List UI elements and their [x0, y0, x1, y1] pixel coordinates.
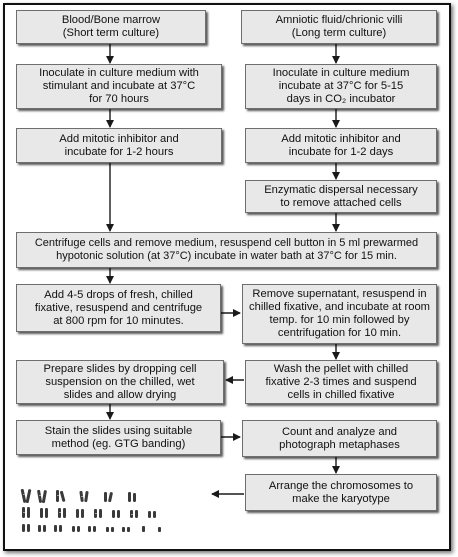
node-blood-bone-marrow-text: Blood/Bone marrow (Short term culture)	[61, 14, 161, 39]
node-centrifuge-text: Centrifuge cells and remove medium, resu…	[34, 237, 419, 262]
karyotype-image	[20, 488, 161, 532]
node-add-fixative-drops: Add 4-5 drops of fresh, chilled fixative…	[16, 284, 221, 332]
node-blood-bone-marrow: Blood/Bone marrow (Short term culture)	[16, 10, 206, 44]
node-enzymatic-dispersal: Enzymatic dispersal necessary to remove …	[245, 180, 437, 213]
node-arrange-karyotype-text: Arrange the chromosomes to make the kary…	[268, 479, 414, 505]
node-stain-slides: Stain the slides using suitable method (…	[16, 420, 221, 455]
node-inoculate-short: Inoculate in culture medium with stimula…	[16, 64, 222, 109]
node-centrifuge: Centrifuge cells and remove medium, resu…	[16, 232, 437, 268]
node-inoculate-long: Inoculate in culture medium incubate at …	[245, 64, 437, 109]
node-amniotic-fluid: Amniotic fluid/chrionic villi (Long term…	[241, 10, 437, 44]
node-amniotic-fluid-text: Amniotic fluid/chrionic villi (Long term…	[275, 14, 403, 39]
node-count-analyze: Count and analyze and photograph metapha…	[242, 420, 437, 457]
node-inoculate-short-text: Inoculate in culture medium with stimula…	[39, 67, 199, 105]
node-remove-supernatant: Remove supernatant, resuspend in chilled…	[242, 284, 437, 344]
node-wash-pellet-text: Wash the pellet with chilled fixative 2-…	[265, 362, 417, 401]
node-count-analyze-text: Count and analyze and photograph metapha…	[279, 425, 400, 451]
node-inoculate-long-text: Inoculate in culture medium incubate at …	[272, 67, 410, 105]
node-add-fixative-drops-text: Add 4-5 drops of fresh, chilled fixative…	[34, 288, 203, 327]
node-mitotic-short: Add mitotic inhibitor and incubate for 1…	[16, 128, 222, 163]
node-arrange-karyotype: Arrange the chromosomes to make the kary…	[245, 474, 437, 511]
node-mitotic-short-text: Add mitotic inhibitor and incubate for 1…	[59, 132, 179, 158]
node-remove-supernatant-text: Remove supernatant, resuspend in chilled…	[249, 288, 430, 339]
node-enzymatic-dispersal-text: Enzymatic dispersal necessary to remove …	[264, 183, 418, 209]
node-stain-slides-text: Stain the slides using suitable method (…	[44, 424, 193, 450]
node-prepare-slides: Prepare slides by dropping cell suspensi…	[16, 360, 224, 404]
node-mitotic-long-text: Add mitotic inhibitor and incubate for 1…	[281, 132, 401, 158]
node-mitotic-long: Add mitotic inhibitor and incubate for 1…	[245, 128, 437, 163]
node-wash-pellet: Wash the pellet with chilled fixative 2-…	[245, 360, 437, 404]
node-prepare-slides-text: Prepare slides by dropping cell suspensi…	[43, 362, 197, 401]
